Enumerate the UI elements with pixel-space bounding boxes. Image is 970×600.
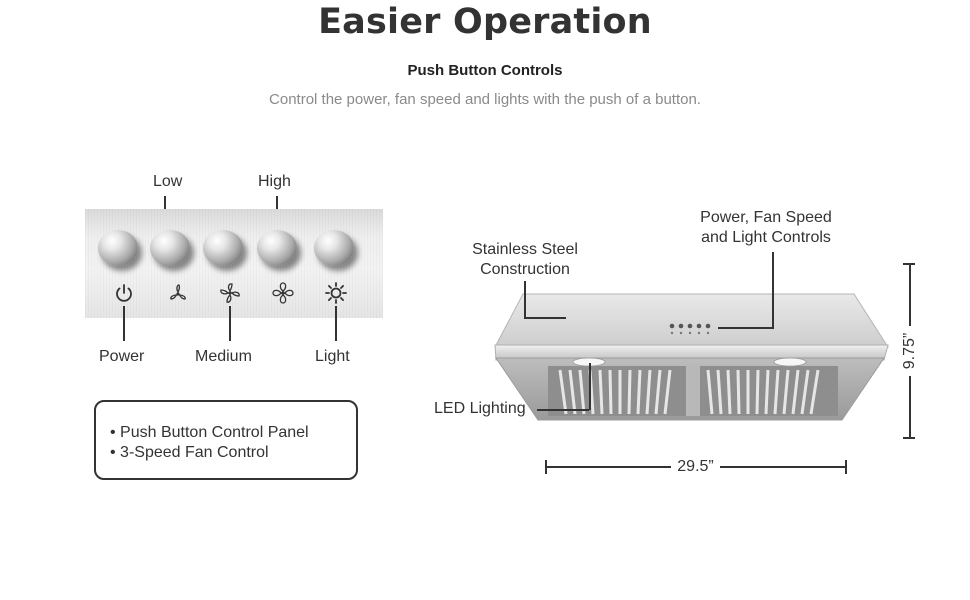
dim-height-cap-bottom bbox=[903, 437, 915, 439]
page-title: Easier Operation bbox=[318, 2, 652, 42]
range-hood-image bbox=[494, 293, 889, 421]
label-high: High bbox=[258, 173, 291, 190]
fan-medium-button[interactable] bbox=[203, 230, 243, 266]
features-box: • Push Button Control Panel • 3-Speed Fa… bbox=[94, 400, 358, 480]
dim-width-cap-left bbox=[545, 460, 547, 474]
dim-width-label: 29.5” bbox=[677, 458, 714, 475]
dim-height-cap-top bbox=[903, 263, 915, 265]
leader-line-controls-h bbox=[718, 327, 774, 329]
leader-line-led bbox=[537, 409, 589, 411]
section-description: Control the power, fan speed and lights … bbox=[269, 91, 701, 108]
light-icon bbox=[325, 282, 347, 304]
dim-height-line-bottom bbox=[909, 376, 911, 437]
label-steel-line1: Stainless Steel bbox=[472, 241, 578, 258]
label-low: Low bbox=[153, 173, 183, 190]
label-power: Power bbox=[99, 348, 145, 365]
leader-line-controls bbox=[772, 252, 774, 328]
power-icon bbox=[116, 284, 132, 302]
leader-line-medium bbox=[229, 306, 231, 341]
dim-width-line-right bbox=[720, 466, 845, 468]
light-button[interactable] bbox=[314, 230, 354, 266]
label-led-lighting: LED Lighting bbox=[434, 400, 526, 417]
leader-line-steel-h bbox=[524, 317, 566, 319]
label-light: Light bbox=[315, 348, 350, 365]
dim-height-label: 9.75” bbox=[901, 332, 918, 370]
dim-width-line-left bbox=[546, 466, 671, 468]
feature-item: • 3-Speed Fan Control bbox=[110, 444, 269, 461]
power-button[interactable] bbox=[98, 230, 138, 266]
fan-medium-icon bbox=[220, 283, 240, 303]
label-controls-line2: and Light Controls bbox=[701, 229, 831, 246]
leader-line-power bbox=[123, 306, 125, 341]
control-panel-image bbox=[85, 209, 383, 318]
fan-low-icon bbox=[170, 284, 186, 300]
fan-high-button[interactable] bbox=[257, 230, 297, 266]
feature-item: • Push Button Control Panel bbox=[110, 424, 309, 441]
label-steel-line2: Construction bbox=[480, 261, 570, 278]
dim-width-cap-right bbox=[845, 460, 847, 474]
fan-high-icon bbox=[272, 282, 294, 304]
label-controls-line1: Power, Fan Speed bbox=[700, 209, 832, 226]
leader-line-light bbox=[335, 306, 337, 341]
fan-low-button[interactable] bbox=[150, 230, 190, 266]
section-subtitle: Push Button Controls bbox=[407, 62, 563, 79]
leader-line-led-v bbox=[589, 363, 591, 410]
label-medium: Medium bbox=[195, 348, 252, 365]
dim-height-line-top bbox=[909, 264, 911, 326]
leader-line-steel bbox=[524, 281, 526, 318]
